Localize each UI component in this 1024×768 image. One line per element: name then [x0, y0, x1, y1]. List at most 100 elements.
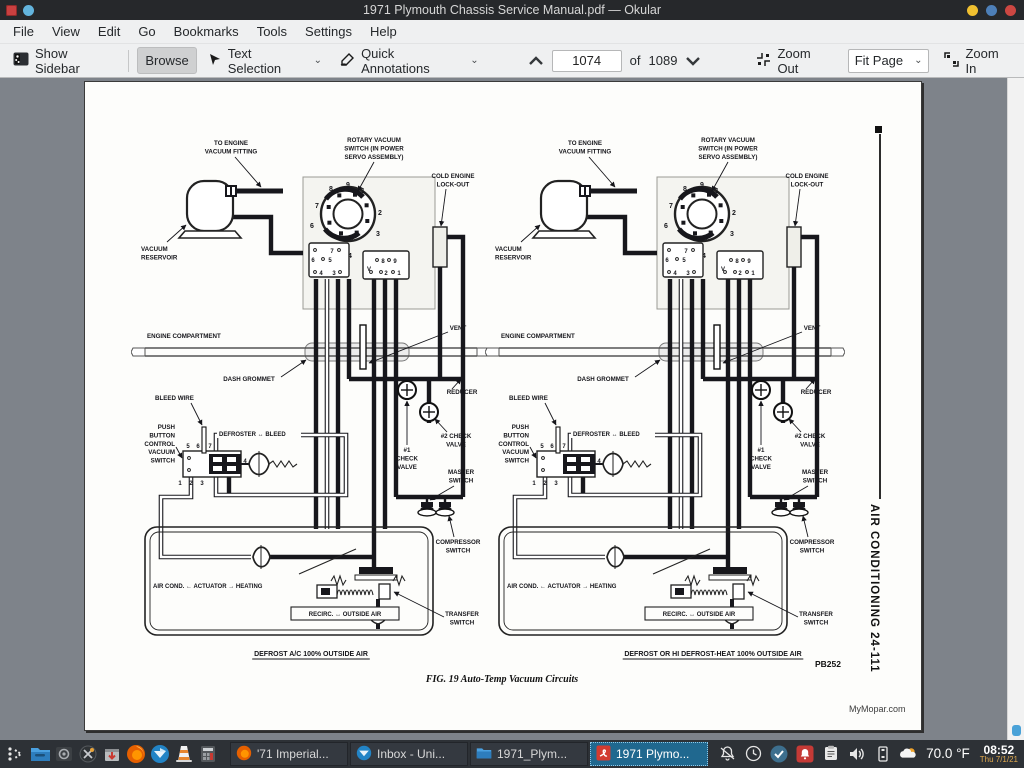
toolbar-separator	[128, 50, 129, 72]
clock-date: Thu 7/1/21	[980, 756, 1018, 764]
volume-icon[interactable]	[848, 745, 866, 763]
taskbar-window-okular-active[interactable]: 1971 Plymo...	[590, 742, 708, 766]
alarm-icon[interactable]	[796, 745, 814, 763]
svg-text:6: 6	[664, 223, 668, 230]
scrollbar-handle[interactable]	[1012, 725, 1021, 736]
show-sidebar-button[interactable]: Show Sidebar	[6, 41, 120, 81]
file-manager-icon	[476, 746, 492, 763]
section-heading: AIR CONDITIONING 24-111	[868, 504, 880, 673]
page-margin-line	[879, 134, 881, 499]
svg-text:TRANSFERSWITCH: TRANSFERSWITCH	[445, 611, 479, 626]
svg-text:2: 2	[378, 210, 382, 217]
zoom-out-icon	[756, 52, 771, 70]
chevron-down-icon: ⌄	[314, 55, 322, 66]
updates-icon[interactable]	[770, 745, 788, 763]
svg-text:DASH GROMMET: DASH GROMMET	[577, 376, 629, 383]
temperature-readout[interactable]: 70.0 °F	[926, 746, 970, 761]
svg-text:RECIRC. ↔ OUTSIDE AIR: RECIRC. ↔ OUTSIDE AIR	[309, 612, 382, 618]
svg-text:COLD ENGINELOCK-OUT: COLD ENGINELOCK-OUT	[432, 173, 475, 188]
svg-text:2: 2	[732, 210, 736, 217]
vertical-scrollbar[interactable]	[1007, 78, 1024, 740]
screenshot-icon[interactable]	[52, 742, 76, 766]
svg-text:PUSHBUTTONCONTROLVACUUMSWITCH: PUSHBUTTONCONTROLVACUUMSWITCH	[498, 424, 529, 465]
removable-media-icon[interactable]	[874, 745, 892, 763]
disk-utility-icon[interactable]	[76, 742, 100, 766]
menu-go[interactable]: Go	[129, 21, 164, 42]
watermark: MyMopar.com	[849, 704, 906, 714]
svg-text:9: 9	[346, 182, 350, 189]
page-margin-tick	[875, 126, 882, 133]
menu-tools[interactable]: Tools	[248, 21, 296, 42]
notifications-icon[interactable]	[718, 745, 736, 763]
menu-view[interactable]: View	[43, 21, 89, 42]
page-number-input[interactable]	[552, 50, 622, 72]
svg-text:#1CHECKVALVE: #1CHECKVALVE	[750, 447, 773, 471]
zoom-out-button[interactable]: Zoom Out	[749, 41, 839, 81]
svg-text:COMPRESSORSWITCH: COMPRESSORSWITCH	[790, 539, 835, 554]
text-selection-tool-button[interactable]: Text Selection ⌄	[201, 41, 329, 81]
svg-text:9: 9	[700, 182, 704, 189]
zoom-level-select[interactable]: Fit Page ⌄	[848, 49, 930, 73]
vacuum-circuit-diagram-left: 1234567897654389V21DEFROSTER ↔ BLEED5671…	[131, 129, 491, 674]
calculator-icon[interactable]	[196, 742, 220, 766]
svg-text:DEFROST A/C 100% OUTSIDE AIR: DEFROST A/C 100% OUTSIDE AIR	[254, 651, 368, 658]
browse-tool-button[interactable]: Browse	[137, 47, 196, 74]
zoom-in-button[interactable]: Zoom In	[937, 41, 1018, 81]
svg-text:1: 1	[178, 481, 182, 487]
svg-text:AIR COND. ← ACTUATOR → HEATING: AIR COND. ← ACTUATOR → HEATING	[507, 584, 617, 590]
menu-bookmarks[interactable]: Bookmarks	[165, 21, 248, 42]
window-title: 1971 Plymouth Chassis Service Manual.pdf…	[0, 3, 1024, 17]
menu-help[interactable]: Help	[361, 21, 406, 42]
svg-text:7: 7	[562, 444, 566, 450]
pdf-icon	[596, 745, 611, 764]
figure-caption: FIG. 19 Auto-Temp Vacuum Circuits	[407, 674, 597, 685]
taskbar-window-file-manager[interactable]: 1971_Plym...	[470, 742, 588, 766]
app-menu-icon[interactable]	[4, 742, 28, 766]
page-of-label: of	[630, 53, 641, 68]
clock-widget[interactable]: 08:52 Thu 7/1/21	[978, 744, 1018, 765]
cursor-arrow-icon	[208, 53, 222, 69]
next-page-button[interactable]	[685, 56, 701, 66]
svg-text:6: 6	[550, 444, 554, 450]
svg-text:#1CHECKVALVE: #1CHECKVALVE	[396, 447, 419, 471]
file-manager-icon[interactable]	[28, 742, 52, 766]
quick-annotations-button[interactable]: Quick Annotations ⌄	[333, 41, 486, 81]
svg-text:REDUCER: REDUCER	[801, 389, 832, 396]
pdf-page: 1234567897654389V21DEFROSTER ↔ BLEED5671…	[84, 81, 922, 731]
svg-text:8: 8	[329, 186, 333, 193]
svg-text:VENT: VENT	[804, 325, 821, 332]
svg-text:ROTARY VACUUMSWITCH (IN POWERS: ROTARY VACUUMSWITCH (IN POWERSERVO ASSEM…	[698, 137, 758, 161]
svg-text:VENT: VENT	[450, 325, 467, 332]
taskbar-window-thunderbird[interactable]: Inbox - Uni...	[350, 742, 468, 766]
svg-text:8: 8	[683, 186, 687, 193]
svg-text:BLEED WIRE: BLEED WIRE	[509, 395, 548, 402]
svg-text:7: 7	[669, 203, 673, 210]
document-view[interactable]: 1234567897654389V21DEFROSTER ↔ BLEED5671…	[0, 78, 1024, 740]
chevron-down-icon: ⌄	[470, 55, 478, 66]
toolbar: Show Sidebar Browse Text Selection ⌄ Qui…	[0, 44, 1024, 78]
previous-page-button[interactable]	[528, 56, 544, 66]
menu-file[interactable]: File	[4, 21, 43, 42]
svg-text:TO ENGINEVACUUM FITTING: TO ENGINEVACUUM FITTING	[205, 140, 258, 155]
svg-text:V: V	[367, 267, 371, 273]
svg-text:MASTERSWITCH: MASTERSWITCH	[802, 469, 829, 484]
svg-text:ROTARY VACUUMSWITCH (IN POWERS: ROTARY VACUUMSWITCH (IN POWERSERVO ASSEM…	[344, 137, 404, 161]
package-installer-icon[interactable]	[100, 742, 124, 766]
svg-text:6: 6	[310, 223, 314, 230]
menu-settings[interactable]: Settings	[296, 21, 361, 42]
weather-icon[interactable]	[900, 745, 918, 763]
taskbar-window-firefox[interactable]: '71 Imperial...	[230, 742, 348, 766]
firefox-icon[interactable]	[124, 742, 148, 766]
svg-text:AIR COND. ← ACTUATOR → HEATING: AIR COND. ← ACTUATOR → HEATING	[153, 584, 263, 590]
menu-edit[interactable]: Edit	[89, 21, 129, 42]
svg-text:3: 3	[554, 481, 558, 487]
clipboard-icon[interactable]	[822, 745, 840, 763]
clock-icon[interactable]	[744, 745, 762, 763]
firefox-icon	[236, 745, 252, 764]
svg-text:MASTERSWITCH: MASTERSWITCH	[448, 469, 475, 484]
vlc-icon[interactable]	[172, 742, 196, 766]
svg-text:5: 5	[540, 444, 544, 450]
vacuum-circuit-diagram-right: 1234567897654389V21DEFROSTER ↔ BLEED5671…	[485, 129, 845, 674]
taskbar: '71 Imperial... Inbox - Uni... 1971_Plym…	[0, 740, 1024, 768]
thunderbird-icon[interactable]	[148, 742, 172, 766]
